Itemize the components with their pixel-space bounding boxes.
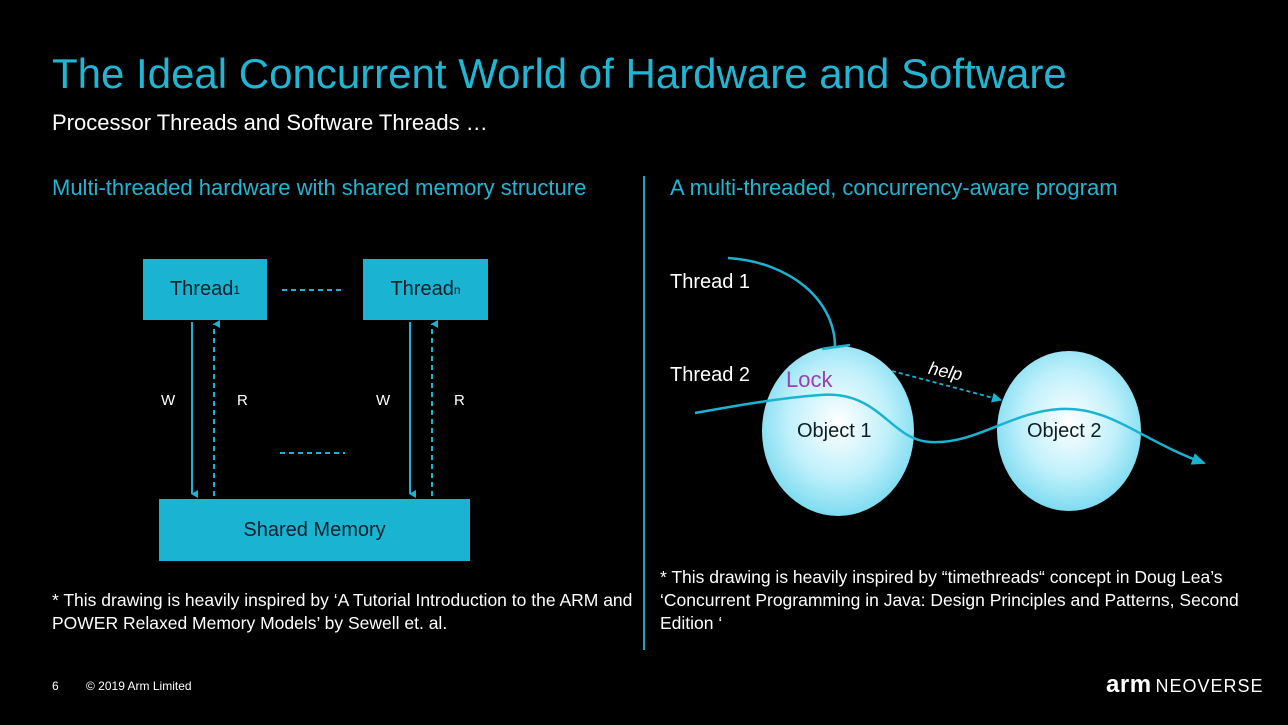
threadn-read-label: R (454, 392, 465, 409)
threadn-label: Thread (390, 278, 454, 300)
thread1-label: Thread (169, 278, 234, 300)
right-footnote: * This drawing is heavily inspired by “t… (660, 567, 1239, 633)
thread2-text: Thread 2 (670, 364, 751, 386)
thread1-read-label: R (237, 392, 248, 409)
arm-neoverse-logo: arm NEOVERSE (1106, 671, 1264, 699)
shared-memory-label: Shared Memory (243, 518, 386, 541)
thread1-subscript: 1 (233, 282, 241, 297)
threadn-write-label: W (376, 392, 391, 409)
left-footnote: * This drawing is heavily inspired by ‘A… (52, 590, 633, 633)
shared-memory-box: Shared Memory (159, 499, 470, 561)
slide-title: The Ideal Concurrent World of Hardware a… (52, 50, 1067, 97)
right-section-heading: A multi-threaded, concurrency-aware prog… (670, 175, 1118, 200)
threadn-subscript: n (453, 282, 461, 297)
copyright: © 2019 Arm Limited (86, 679, 192, 693)
logo-neoverse-text: NEOVERSE (1155, 676, 1264, 696)
object1-circle (762, 346, 914, 516)
lock-bar (821, 343, 851, 351)
left-section-heading: Multi-threaded hardware with shared memo… (52, 175, 587, 200)
page-number: 6 (52, 679, 59, 693)
object1-label: Object 1 (797, 420, 872, 442)
thread2-path (694, 393, 1206, 465)
lock-label: Lock (786, 367, 833, 392)
thread1-path (727, 256, 837, 348)
vertical-divider (643, 176, 645, 650)
thread1-write-label: W (161, 392, 176, 409)
help-arrow (891, 370, 1002, 403)
slide-subtitle: Processor Threads and Software Threads … (52, 110, 488, 135)
object2-label: Object 2 (1027, 420, 1102, 442)
thread1-text: Thread 1 (670, 271, 751, 293)
logo-arm-text: arm (1106, 671, 1152, 698)
object2-circle (997, 351, 1141, 511)
